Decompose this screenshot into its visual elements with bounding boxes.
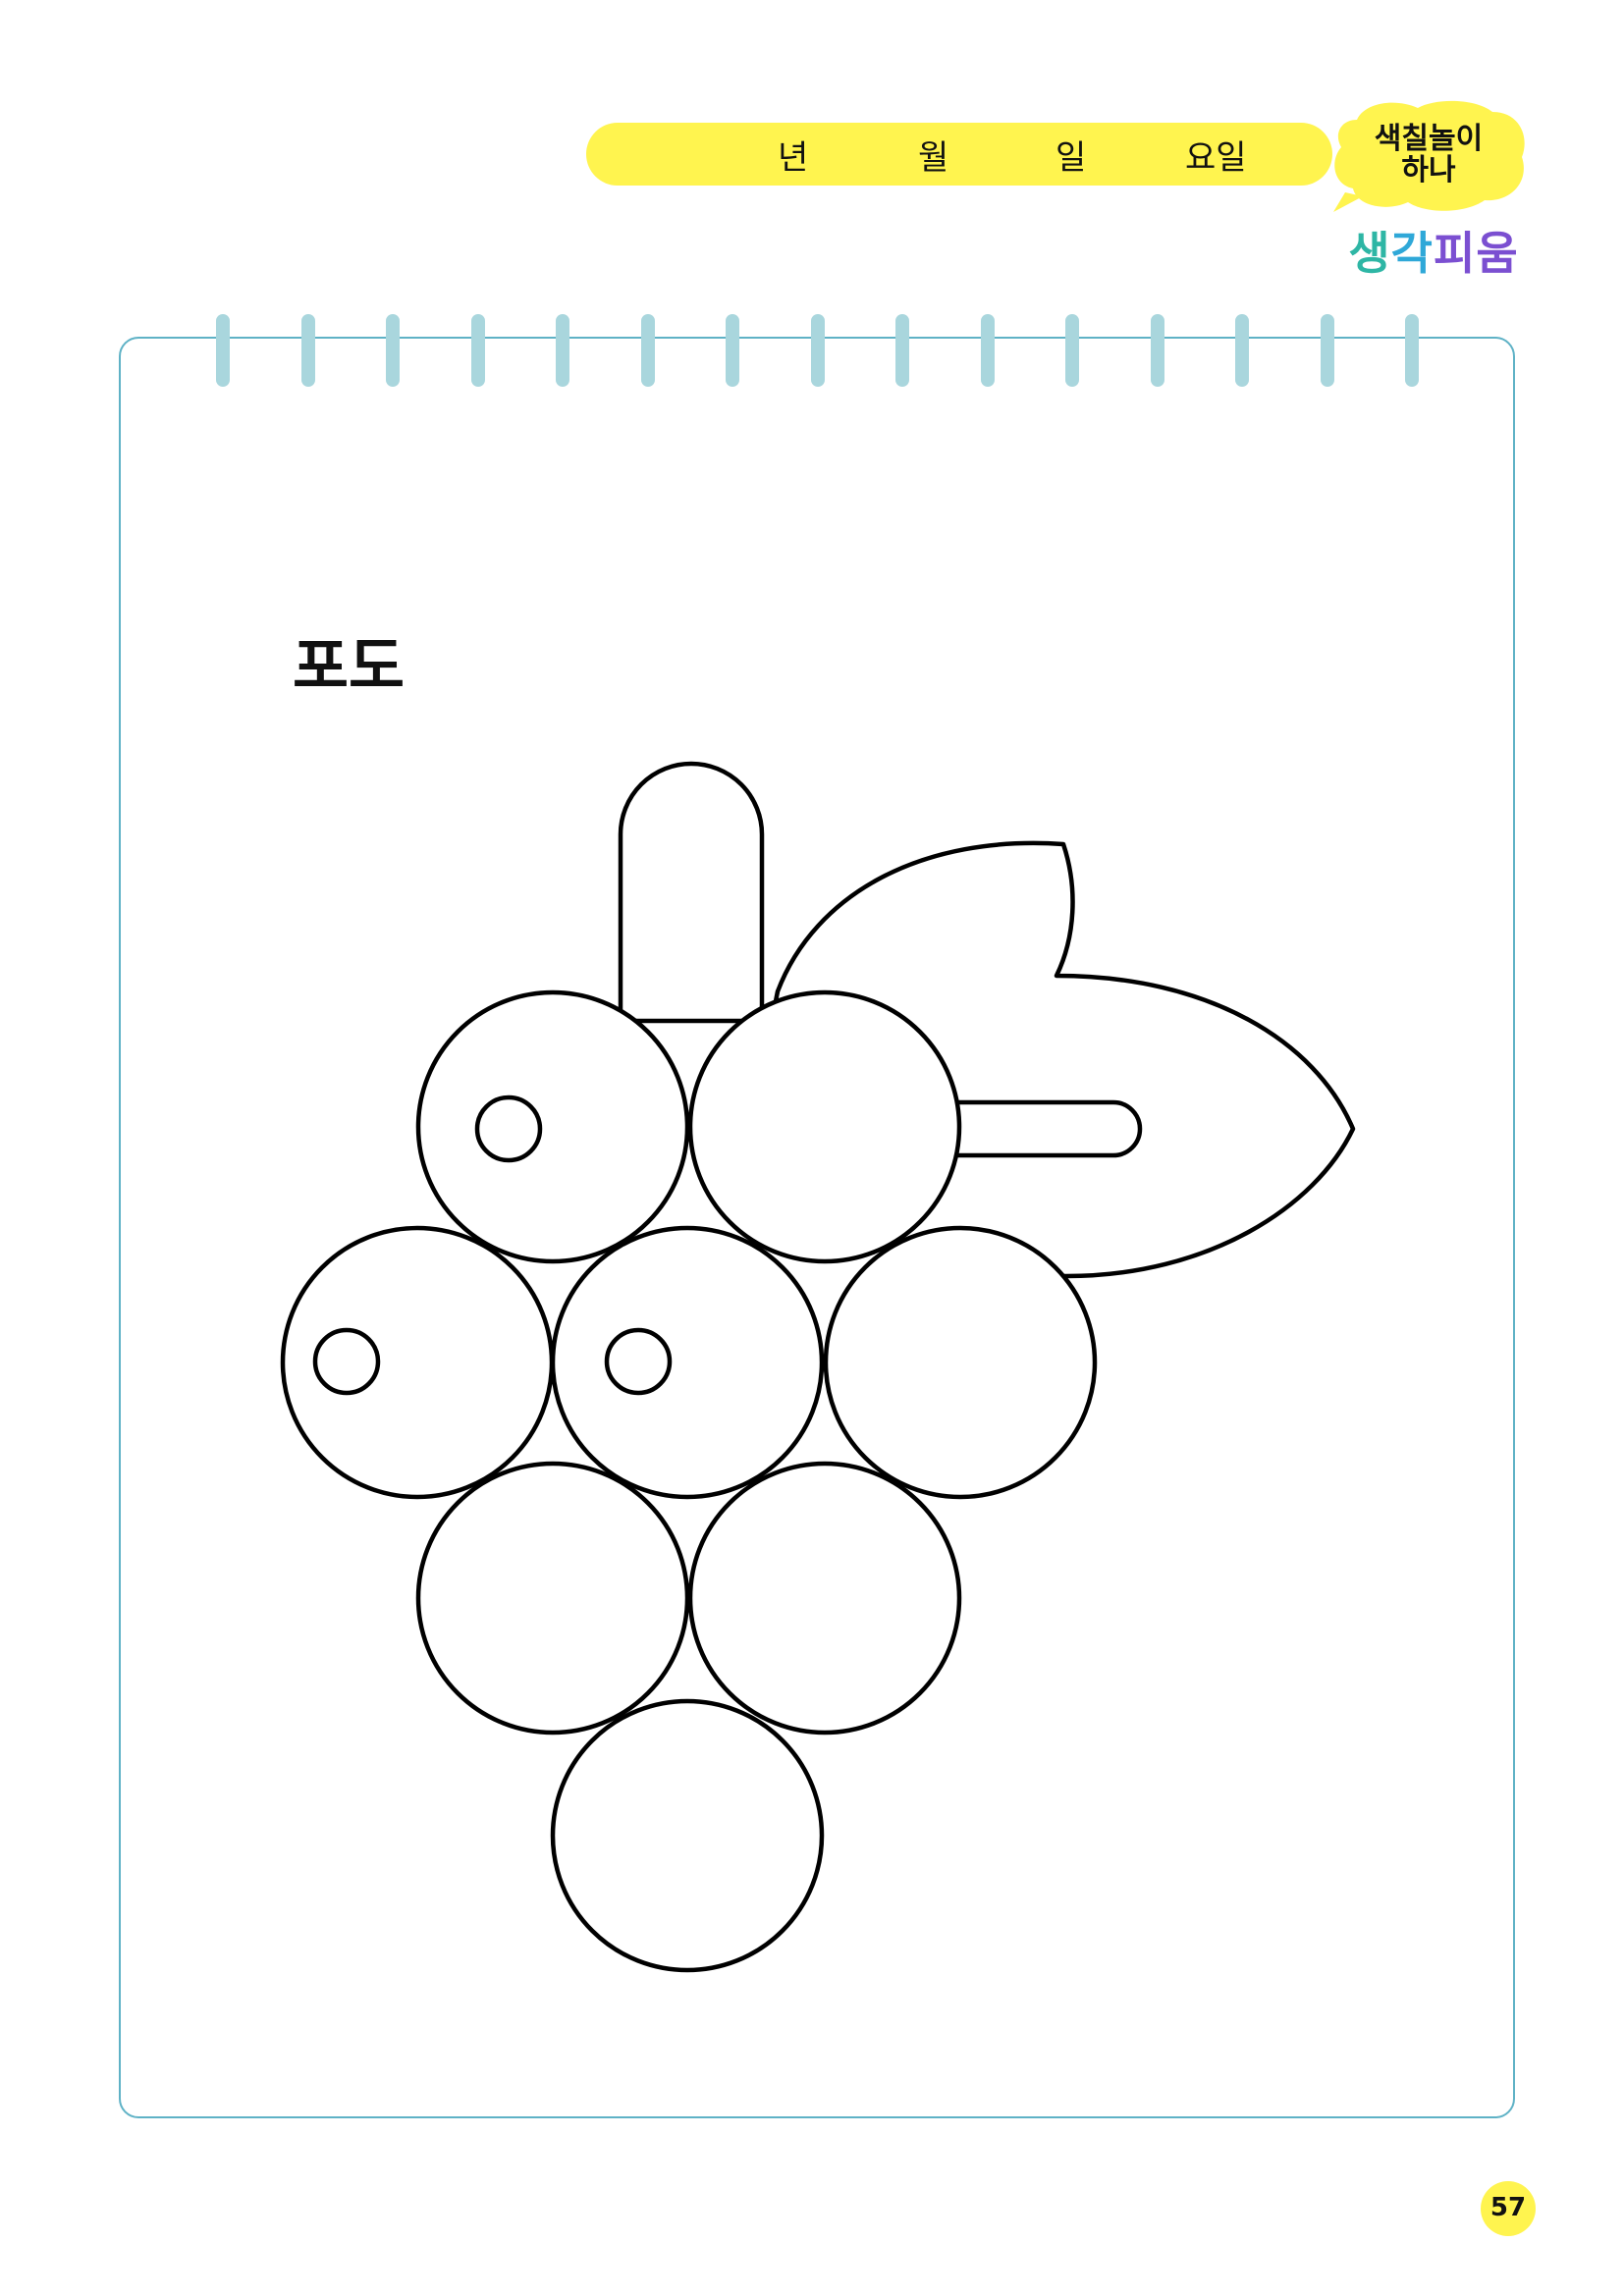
day-label: 일	[1056, 138, 1087, 178]
binder-ring	[1065, 314, 1079, 387]
binder-ring	[470, 314, 485, 387]
month-label: 월	[918, 138, 949, 178]
grape	[550, 1225, 825, 1500]
grape-highlight	[474, 1095, 543, 1163]
badge-text: 색칠놀이 하나	[1327, 124, 1530, 187]
stem	[618, 761, 765, 1024]
binder-ring	[1150, 314, 1164, 387]
date-bar	[586, 123, 1332, 186]
binder-ring	[1320, 314, 1334, 387]
brand-part-2: 각	[1390, 227, 1434, 280]
brand-part-3: 피움	[1434, 227, 1519, 280]
binder-ring	[726, 314, 739, 387]
grape	[415, 1461, 690, 1735]
page-number-badge	[1481, 2181, 1536, 2236]
binder-ring	[640, 314, 655, 387]
binder-ring	[386, 314, 400, 387]
binder-ring	[216, 314, 230, 387]
grape-highlight	[604, 1327, 673, 1396]
grape-highlight	[312, 1327, 381, 1396]
binder-ring	[1405, 314, 1419, 387]
leaf-vein	[940, 1099, 1143, 1158]
speech-bubble-icon	[1333, 100, 1525, 212]
page-number: 57	[1489, 2193, 1527, 2222]
grape	[687, 1461, 962, 1735]
year-label: 년	[778, 138, 809, 178]
grape	[280, 1225, 555, 1500]
badge-line-1: 색칠놀이	[1374, 122, 1484, 156]
binder-ring	[980, 314, 995, 387]
binder-ring	[895, 314, 909, 387]
binder-ring	[300, 314, 315, 387]
grape	[823, 1225, 1098, 1500]
brand-logo: 생각피움	[1335, 218, 1532, 283]
weekday-label: 요일	[1185, 138, 1247, 178]
binder-ring	[810, 314, 825, 387]
grape	[687, 989, 962, 1264]
binder-rings	[0, 314, 1624, 393]
worksheet-title: 포도	[293, 630, 406, 702]
brand-part-1: 생	[1348, 227, 1391, 280]
binder-ring	[556, 314, 569, 387]
grape	[415, 989, 690, 1264]
binder-ring	[1235, 314, 1249, 387]
grape	[550, 1698, 825, 1973]
badge-line-2: 하나	[1401, 153, 1456, 187]
